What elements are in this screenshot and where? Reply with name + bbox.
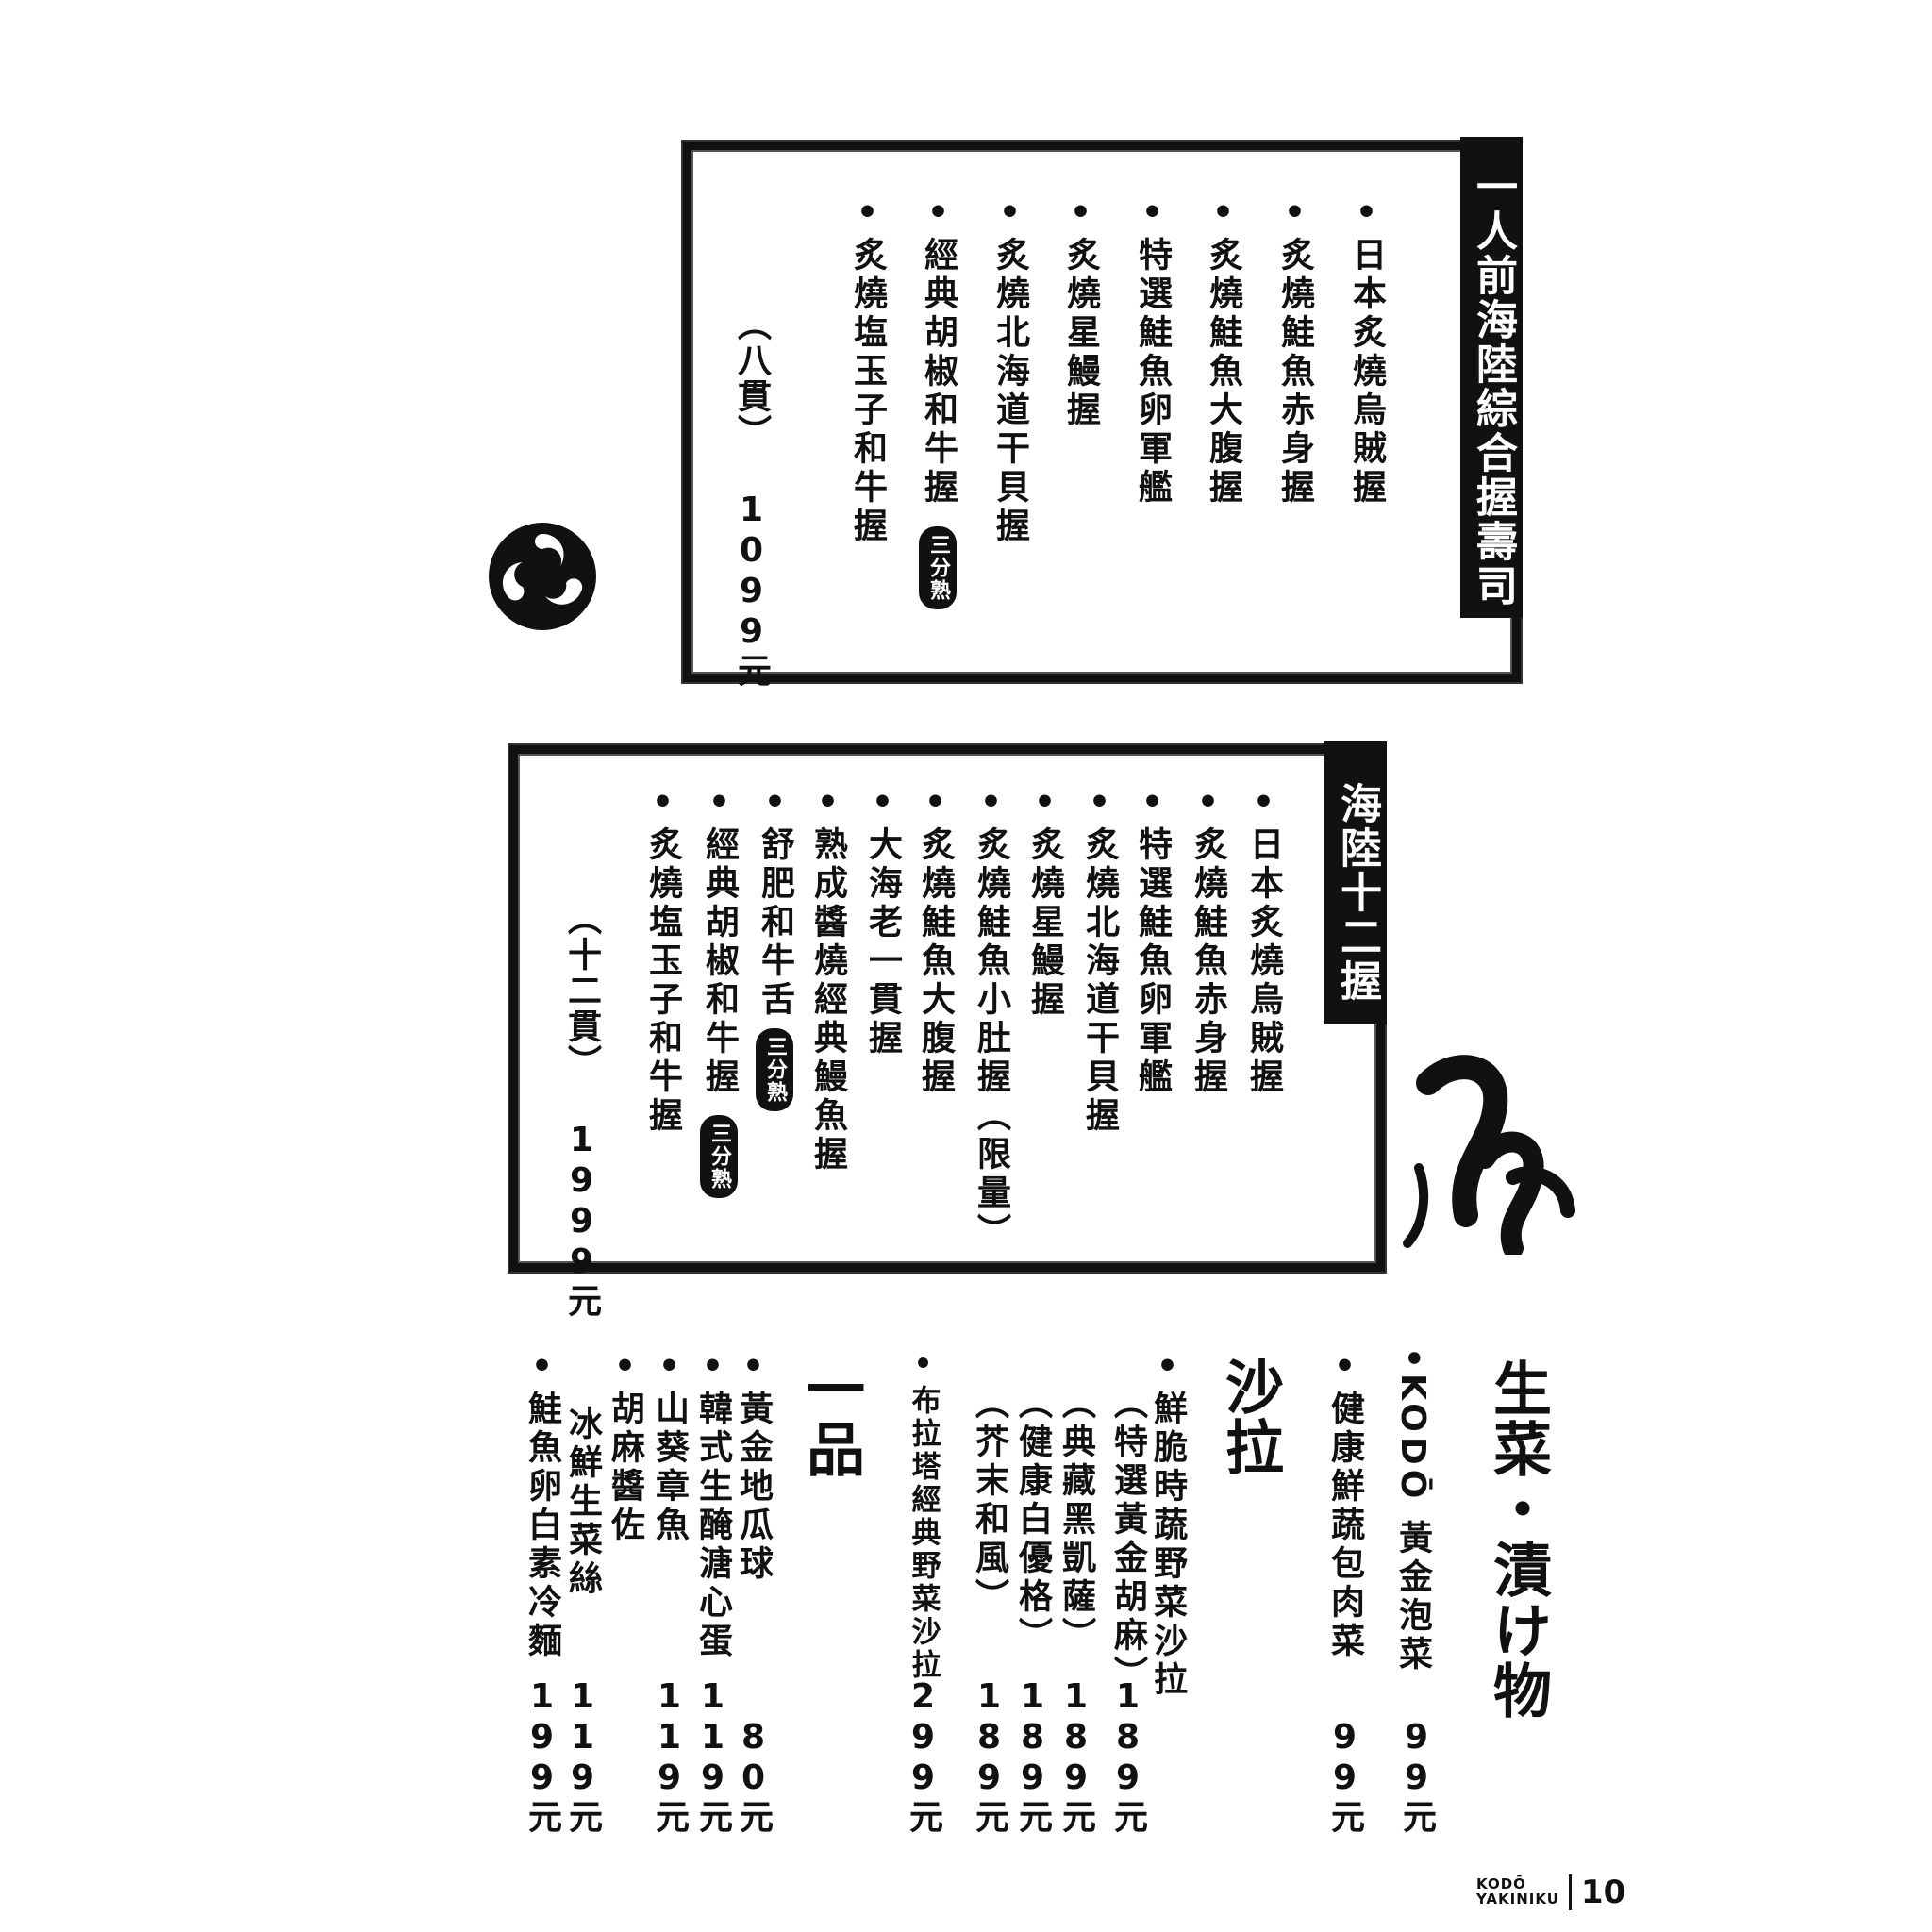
- salad-item: 布拉塔經典野菜沙拉: [907, 1347, 941, 1682]
- tomoe-crest-icon: [489, 523, 596, 630]
- set2-item: 熟成醬燒經典鰻魚握: [808, 783, 847, 1174]
- brand-line-1: KODŌ: [1476, 1875, 1526, 1893]
- pickles-item: 健康鮮蔬包肉菜: [1325, 1347, 1364, 1661]
- salad-option: （健康白優格）: [1013, 1385, 1052, 1656]
- dish-price: 119元: [563, 1677, 602, 1835]
- dish-price: 199元: [523, 1677, 561, 1835]
- set1-frame: [683, 142, 1521, 682]
- dish-item: 黃金地瓜球: [734, 1347, 773, 1584]
- set1-item: 炙燒鮭魚大腹握: [1204, 193, 1242, 508]
- dish-item: 山葵章魚: [650, 1347, 689, 1545]
- salad-option-price: 189元: [1057, 1677, 1095, 1835]
- salad-option-price: 189元: [1108, 1677, 1147, 1835]
- dish-item-continued: 冰鮮生菜絲: [563, 1406, 602, 1599]
- set1-item: 經典胡椒和牛握: [919, 193, 958, 508]
- pickles-price: 99元: [1397, 1718, 1436, 1835]
- set2-doneness-badge: 三分熟: [700, 1115, 738, 1198]
- set2-item: 炙燒星鰻握: [1025, 783, 1064, 1020]
- salad-option-price: 189元: [1013, 1677, 1052, 1835]
- set2-price: （十二貫） 1999元: [562, 901, 601, 1319]
- set2-item: 炙燒鮭魚大腹握: [916, 783, 955, 1097]
- dish-price: 119元: [650, 1677, 689, 1835]
- set1-item: 日本炙燒烏賊握: [1347, 193, 1386, 508]
- set1-item: 炙燒星鰻握: [1061, 193, 1100, 430]
- dishes-heading: 一品: [796, 1358, 865, 1479]
- dish-price: 80元: [734, 1718, 773, 1835]
- set2-item: 炙燒北海道干貝握: [1080, 783, 1119, 1136]
- set1-item: 特選鮭魚卵軍艦: [1133, 193, 1172, 508]
- set2-item: 大海老一貫握: [863, 783, 902, 1058]
- dish-item: 胡麻醬佐: [606, 1347, 644, 1545]
- set1-item: 炙燒塩玉子和牛握: [848, 193, 887, 546]
- set2-doneness-badge: 三分熟: [756, 1028, 793, 1111]
- salad-heading: 沙拉: [1215, 1357, 1284, 1477]
- salad-option-price: 189元: [970, 1677, 1008, 1835]
- set1-title: 一人前海陸綜合握壽司: [1460, 137, 1523, 618]
- salad-option: （芥末和風）: [970, 1385, 1008, 1617]
- brush-swirl-decoration: [1403, 1055, 1575, 1255]
- dish-item: 韓式生醃溏心蛋: [693, 1347, 732, 1661]
- set2-item: 特選鮭魚卵軍艦: [1133, 783, 1172, 1097]
- salad-item: 鮮脆時蔬野菜沙拉: [1148, 1347, 1187, 1700]
- set2-item: 經典胡椒和牛握: [700, 783, 739, 1097]
- pickles-heading: 生菜・漬け物: [1483, 1358, 1552, 1721]
- dish-item: 鮭魚卵白素冷麵: [523, 1347, 561, 1661]
- set2-title: 海陸十二握: [1324, 741, 1387, 1024]
- brand-line-2: YAKINIKU: [1476, 1890, 1559, 1907]
- set2-item: 炙燒鮭魚小肚握（限量）: [972, 783, 1010, 1252]
- pickles-item: KODŌ 黃金泡菜: [1393, 1347, 1432, 1674]
- set2-item: 炙燒鮭魚赤身握: [1189, 783, 1227, 1097]
- set2-item: 炙燒塩玉子和牛握: [643, 783, 682, 1136]
- set2-item: 舒肥和牛舌: [756, 783, 794, 1020]
- salad-price: 299元: [904, 1677, 942, 1835]
- set1-item: 炙燒北海道干貝握: [991, 193, 1029, 546]
- salad-option: （典藏黑凱薩）: [1057, 1385, 1095, 1656]
- set1-item: 炙燒鮭魚赤身握: [1275, 193, 1314, 508]
- set2-item: 日本炙燒烏賊握: [1244, 783, 1283, 1097]
- page-footer: KODŌ YAKINIKU 10: [1476, 1874, 1625, 1911]
- page-number: 10: [1580, 1874, 1626, 1911]
- salad-option: （特選黃金胡麻）: [1108, 1385, 1147, 1694]
- footer-divider: [1568, 1874, 1572, 1910]
- set1-doneness-badge: 三分熟: [919, 526, 957, 609]
- pickles-price: 99元: [1325, 1718, 1364, 1835]
- dish-price: 119元: [693, 1677, 732, 1835]
- brand-logo: KODŌ YAKINIKU: [1476, 1875, 1559, 1907]
- set1-price: （八貫） 1099元: [732, 307, 771, 689]
